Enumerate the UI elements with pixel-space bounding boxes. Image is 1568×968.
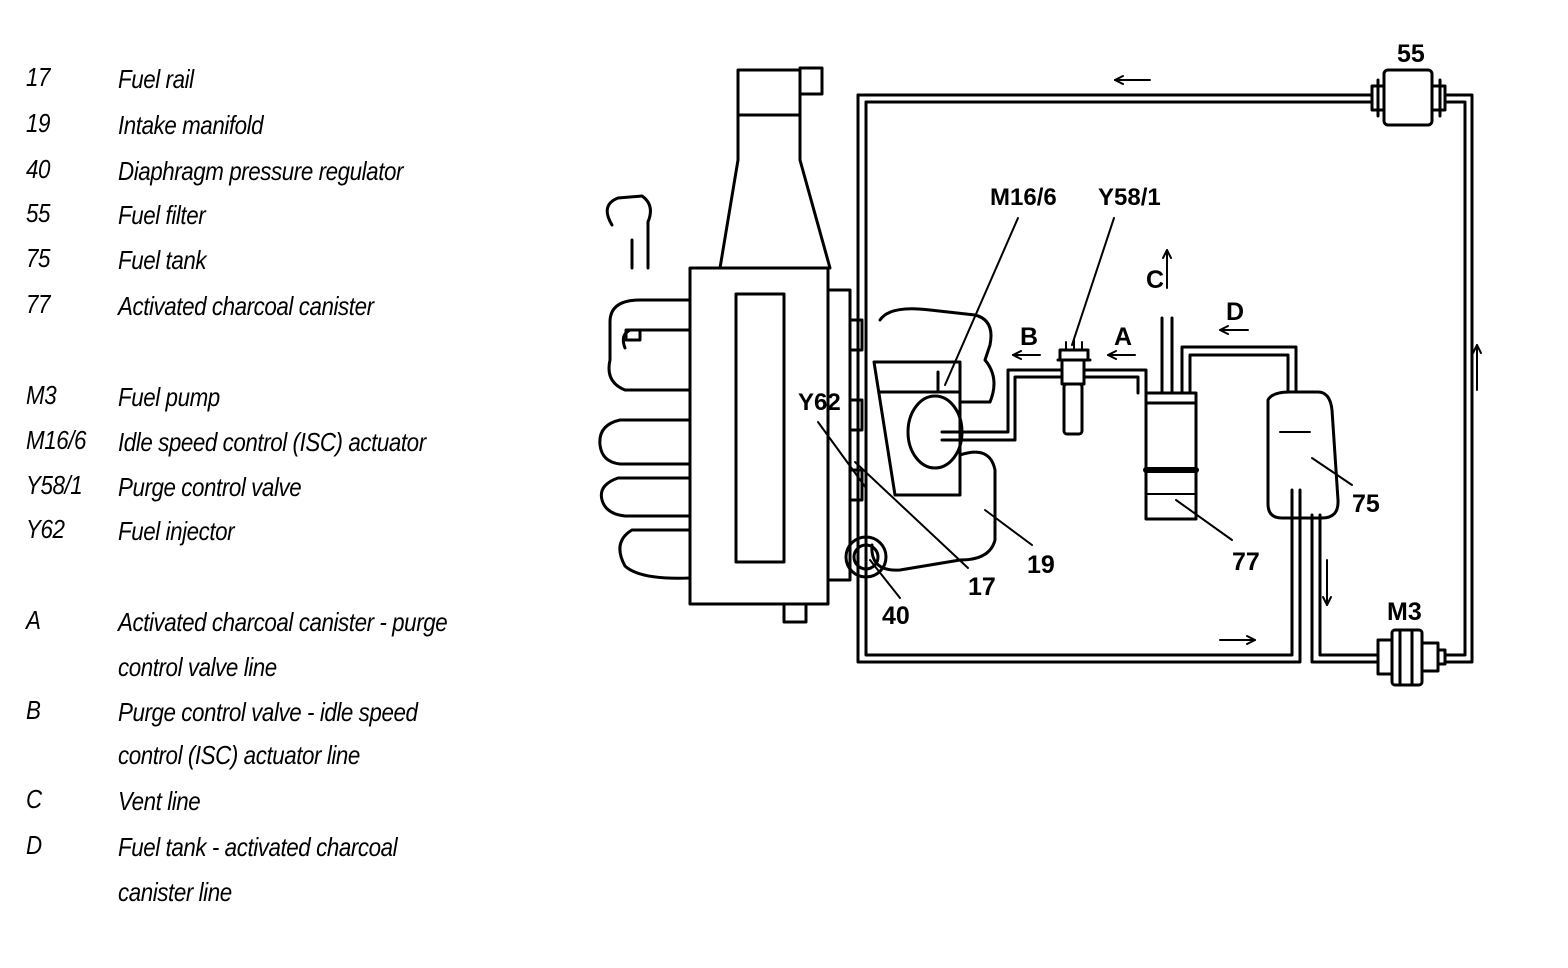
legend-description: Purge control valve - idle speed	[118, 697, 418, 727]
legend-description: Fuel pump	[118, 382, 220, 412]
legend-description: Activated charcoal canister - purge	[118, 607, 448, 637]
charcoal-canister	[1143, 316, 1298, 521]
legend-description: Fuel rail	[118, 64, 194, 94]
purge-line-b	[940, 368, 1064, 442]
legend-code: C	[26, 784, 42, 814]
legend-description: canister line	[118, 877, 232, 907]
fuel-pump	[1376, 628, 1447, 687]
label-line-b: B	[1020, 323, 1038, 351]
legend-code: M3	[26, 380, 57, 410]
label-intake-manifold: 19	[1027, 551, 1055, 579]
legend-description: control valve line	[118, 652, 277, 682]
label-vent-line: C	[1146, 266, 1164, 294]
engine-block	[598, 66, 864, 624]
legend-code: D	[26, 830, 42, 860]
legend-description: Fuel tank	[118, 245, 207, 275]
legend-description: Intake manifold	[118, 110, 264, 140]
label-fuel-pump: M3	[1387, 598, 1422, 626]
fuel-tank	[1266, 382, 1340, 520]
legend-code: 55	[26, 198, 51, 228]
legend-description: Fuel tank - activated charcoal	[118, 832, 398, 862]
legend-code: 40	[26, 154, 51, 184]
label-pressure-regulator: 40	[882, 602, 910, 630]
leader-lines	[817, 217, 1353, 599]
label-line-a: A	[1114, 323, 1132, 351]
legend: 17 Fuel rail 19 Intake manifold 40 Diaph…	[0, 0, 560, 968]
legend-description: Vent line	[118, 786, 201, 816]
fuel-line-loop	[856, 93, 1474, 664]
fuel-filter	[1370, 68, 1447, 127]
legend-code: M16/6	[26, 425, 86, 455]
label-fuel-filter: 55	[1397, 40, 1425, 68]
pressure-regulator	[844, 535, 888, 579]
legend-description: Activated charcoal canister	[118, 291, 374, 321]
legend-code: B	[26, 695, 41, 725]
label-isc-actuator: M16/6	[990, 184, 1057, 211]
legend-description: Fuel injector	[118, 516, 235, 546]
purge-line-a	[1084, 368, 1148, 395]
label-fuel-rail: 17	[968, 573, 996, 601]
line-ab-arrows	[1012, 350, 1136, 360]
legend-code: 17	[26, 62, 51, 92]
legend-description: Purge control valve	[118, 472, 302, 502]
legend-description: control (ISC) actuator line	[118, 740, 360, 770]
label-line-d: D	[1226, 298, 1244, 326]
legend-code: Y58/1	[26, 470, 83, 500]
vent-arrow	[1162, 249, 1172, 289]
legend-description: Fuel filter	[118, 200, 206, 230]
label-fuel-tank: 75	[1352, 490, 1380, 518]
label-purge-valve: Y58/1	[1098, 184, 1161, 211]
flow-arrows	[1114, 75, 1482, 645]
intake-manifold	[870, 307, 997, 572]
purge-control-valve	[1056, 339, 1092, 436]
label-canister: 77	[1232, 548, 1260, 576]
evap-system-diagram: 55 M16/6 Y58/1 Y62 C D B A 75 77 19 17 4…	[598, 40, 1482, 687]
line-d-arrow	[1219, 325, 1249, 335]
legend-description: Idle speed control (ISC) actuator	[118, 427, 426, 457]
legend-description: Diaphragm pressure regulator	[118, 156, 403, 186]
label-injector: Y62	[798, 389, 841, 416]
legend-code: 77	[26, 289, 51, 319]
legend-code: 75	[26, 243, 51, 273]
legend-code: Y62	[26, 514, 65, 544]
legend-code: A	[26, 605, 41, 635]
legend-code: 19	[26, 108, 51, 138]
